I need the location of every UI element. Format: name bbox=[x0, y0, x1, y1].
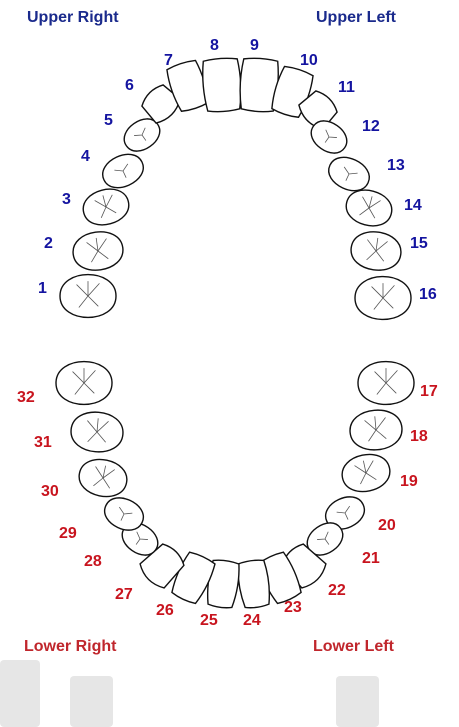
tooth-3[interactable] bbox=[79, 184, 132, 229]
tooth-15[interactable] bbox=[349, 229, 404, 274]
tooth-number-4: 4 bbox=[81, 149, 90, 165]
tooth-4[interactable] bbox=[98, 148, 149, 193]
tooth-number-11: 11 bbox=[338, 80, 355, 96]
tooth-number-31: 31 bbox=[34, 435, 52, 451]
tooth-number-14: 14 bbox=[404, 198, 422, 214]
tooth-2[interactable] bbox=[71, 229, 126, 274]
tooth-number-3: 3 bbox=[62, 192, 71, 208]
tooth-number-26: 26 bbox=[156, 603, 174, 619]
tooth-16[interactable] bbox=[355, 277, 411, 320]
tooth-number-19: 19 bbox=[400, 474, 418, 490]
tooth-number-24: 24 bbox=[243, 613, 261, 629]
tooth-31[interactable] bbox=[69, 410, 124, 454]
tooth-number-22: 22 bbox=[328, 583, 346, 599]
tooth-number-10: 10 bbox=[300, 53, 318, 69]
tooth-number-21: 21 bbox=[362, 551, 380, 567]
tooth-1[interactable] bbox=[60, 275, 116, 318]
tooth-number-1: 1 bbox=[38, 281, 47, 297]
tooth-number-13: 13 bbox=[387, 158, 405, 174]
tooth-number-25: 25 bbox=[200, 613, 218, 629]
tooth-32[interactable] bbox=[56, 362, 112, 405]
tooth-19[interactable] bbox=[339, 450, 393, 495]
tooth-number-7: 7 bbox=[164, 53, 173, 69]
tooth-number-28: 28 bbox=[84, 554, 102, 570]
tooth-30[interactable] bbox=[76, 455, 130, 500]
tooth-number-20: 20 bbox=[378, 518, 396, 534]
tooth-number-27: 27 bbox=[115, 587, 133, 603]
tooth-number-17: 17 bbox=[420, 384, 438, 400]
tooth-number-5: 5 bbox=[104, 113, 113, 129]
tooth-number-29: 29 bbox=[59, 526, 77, 542]
tooth-8[interactable] bbox=[201, 57, 242, 112]
decorative-block bbox=[70, 676, 113, 727]
tooth-18[interactable] bbox=[348, 408, 403, 452]
tooth-number-18: 18 bbox=[410, 429, 428, 445]
tooth-number-15: 15 bbox=[410, 236, 428, 252]
decorative-block bbox=[0, 660, 40, 727]
tooth-number-2: 2 bbox=[44, 236, 53, 252]
decorative-block bbox=[336, 676, 379, 727]
tooth-number-16: 16 bbox=[419, 287, 437, 303]
tooth-number-23: 23 bbox=[284, 600, 302, 616]
tooth-number-32: 32 bbox=[17, 390, 35, 406]
tooth-number-6: 6 bbox=[125, 78, 134, 94]
tooth-number-30: 30 bbox=[41, 484, 59, 500]
tooth-number-8: 8 bbox=[210, 38, 219, 54]
tooth-number-12: 12 bbox=[362, 119, 380, 135]
tooth-number-9: 9 bbox=[250, 38, 259, 54]
tooth-outline bbox=[201, 57, 242, 112]
tooth-17[interactable] bbox=[358, 362, 414, 405]
tooth-14[interactable] bbox=[342, 185, 395, 230]
